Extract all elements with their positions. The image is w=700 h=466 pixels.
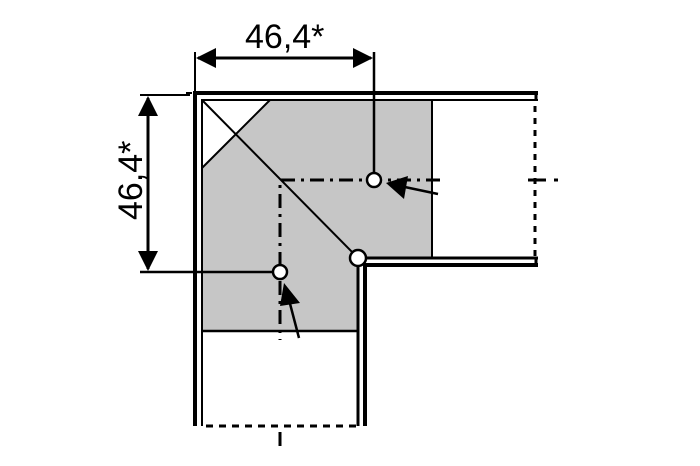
center-lines (278, 178, 440, 340)
hole-left (271, 263, 289, 281)
hole-inner-corner (348, 248, 368, 268)
dimension-vertical (138, 82, 278, 274)
inner-corner-edge (363, 263, 400, 300)
dimension-label-vertical: 46,4* (112, 141, 150, 220)
inner-corner-wall (356, 256, 538, 426)
arrow-left (280, 283, 301, 339)
hole-top (365, 171, 383, 189)
arrow-top (386, 176, 439, 199)
dimension-label-horizontal: 46,4* (245, 18, 324, 56)
dimension-horizontal (186, 48, 376, 178)
diagonal-line (201, 99, 359, 259)
